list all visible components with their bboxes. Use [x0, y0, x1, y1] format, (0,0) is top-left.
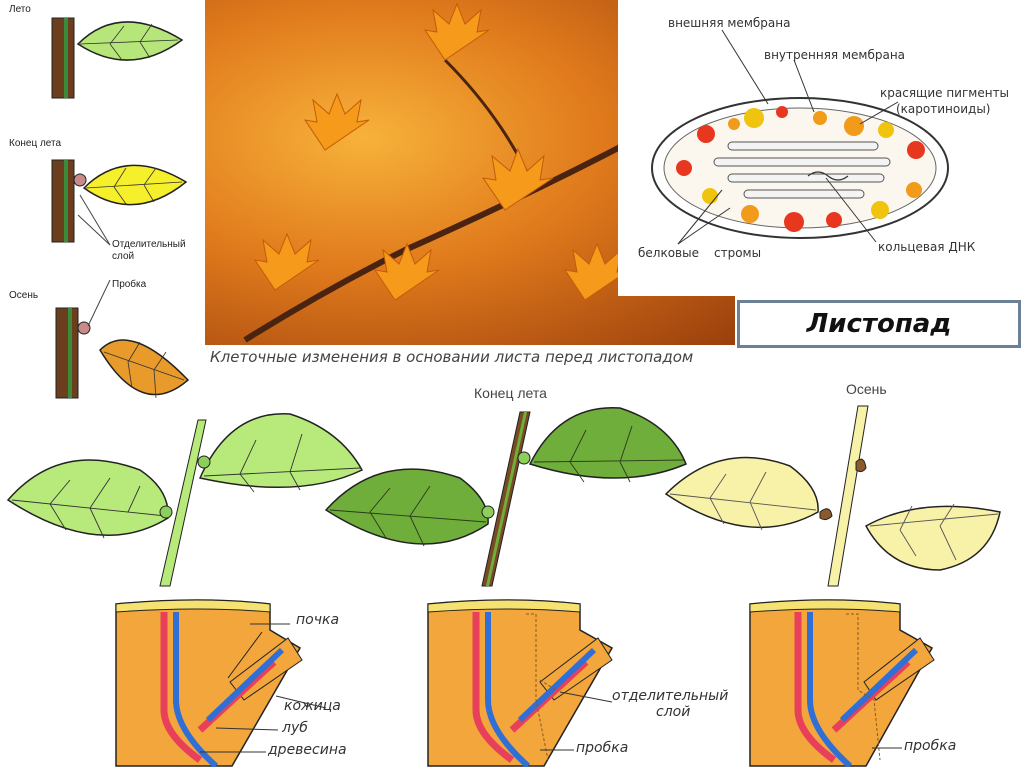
ring-dna [807, 171, 849, 181]
left-stage-drawing [51, 17, 190, 399]
leaf-summer [76, 21, 184, 61]
stem-summer [51, 17, 75, 99]
page-title: Листопад [806, 309, 952, 339]
left-stage-panel: Лето Конец лета Отделительный слой Пробк… [0, 0, 205, 410]
label-pigments-1: красящие пигменты [880, 86, 1010, 100]
autumn-leaf-attached [664, 456, 819, 529]
label-separation-1: отделительный [612, 688, 729, 704]
late-summer-leaf-right [528, 407, 687, 479]
stem-autumn [55, 307, 79, 399]
label-bud: почка [296, 612, 340, 628]
label-cork-1: пробка [576, 740, 629, 756]
label-bast: луб [282, 720, 308, 736]
label-ring-dna: кольцевая ДНК [878, 240, 976, 254]
leaf-fall-stages-drawing [6, 405, 1001, 767]
stroma-lamellae [713, 141, 891, 199]
stage-autumn [664, 405, 1001, 587]
label-protein: белковые [638, 246, 699, 260]
pigment-granules [676, 106, 925, 232]
stem-late-summer [51, 159, 75, 243]
summer-leaf-left [6, 459, 169, 537]
label-epidermis: кожица [284, 698, 341, 714]
chromoplast-diagram: внешняя мембрана внутренняя мембрана кра… [618, 0, 1024, 296]
label-outer-membrane: внешняя мембрана [668, 16, 791, 30]
label-separation-2: слой [656, 704, 691, 720]
label-cork-2: пробка [904, 738, 957, 754]
section-autumn [749, 599, 935, 767]
stage-summer [6, 413, 364, 587]
caption: Клеточные изменения в основании листа пе… [210, 348, 694, 366]
stage-label-late-summer: Конец лета [474, 385, 547, 401]
autumn-leaf-fallen [864, 505, 1001, 571]
leaf-autumn [99, 339, 190, 396]
label-inner-membrane: внутренняя мембрана [764, 48, 906, 62]
label-cork: Пробка [112, 279, 147, 290]
label-separation-layer-2: слой [112, 251, 135, 262]
stage-label-autumn: Осень [846, 381, 887, 397]
chromoplast-drawing [651, 29, 949, 245]
section-summer [115, 599, 303, 767]
label-summer: Лето [9, 4, 31, 15]
label-autumn: Осень [9, 290, 39, 301]
stage-late-summer [324, 407, 687, 587]
summer-bud [197, 455, 211, 469]
summer-leaf-right [198, 413, 364, 488]
label-stroma: стромы [714, 246, 762, 260]
label-wood: древесина [268, 742, 347, 758]
title-box: Листопад [737, 300, 1021, 348]
late-summer-leaf-left [324, 468, 489, 545]
label-separation-layer-1: Отделительный [112, 239, 186, 250]
section-late-summer [427, 599, 614, 767]
label-late-summer: Конец лета [9, 138, 62, 149]
label-pigments-2: (каротиноиды) [896, 102, 991, 116]
